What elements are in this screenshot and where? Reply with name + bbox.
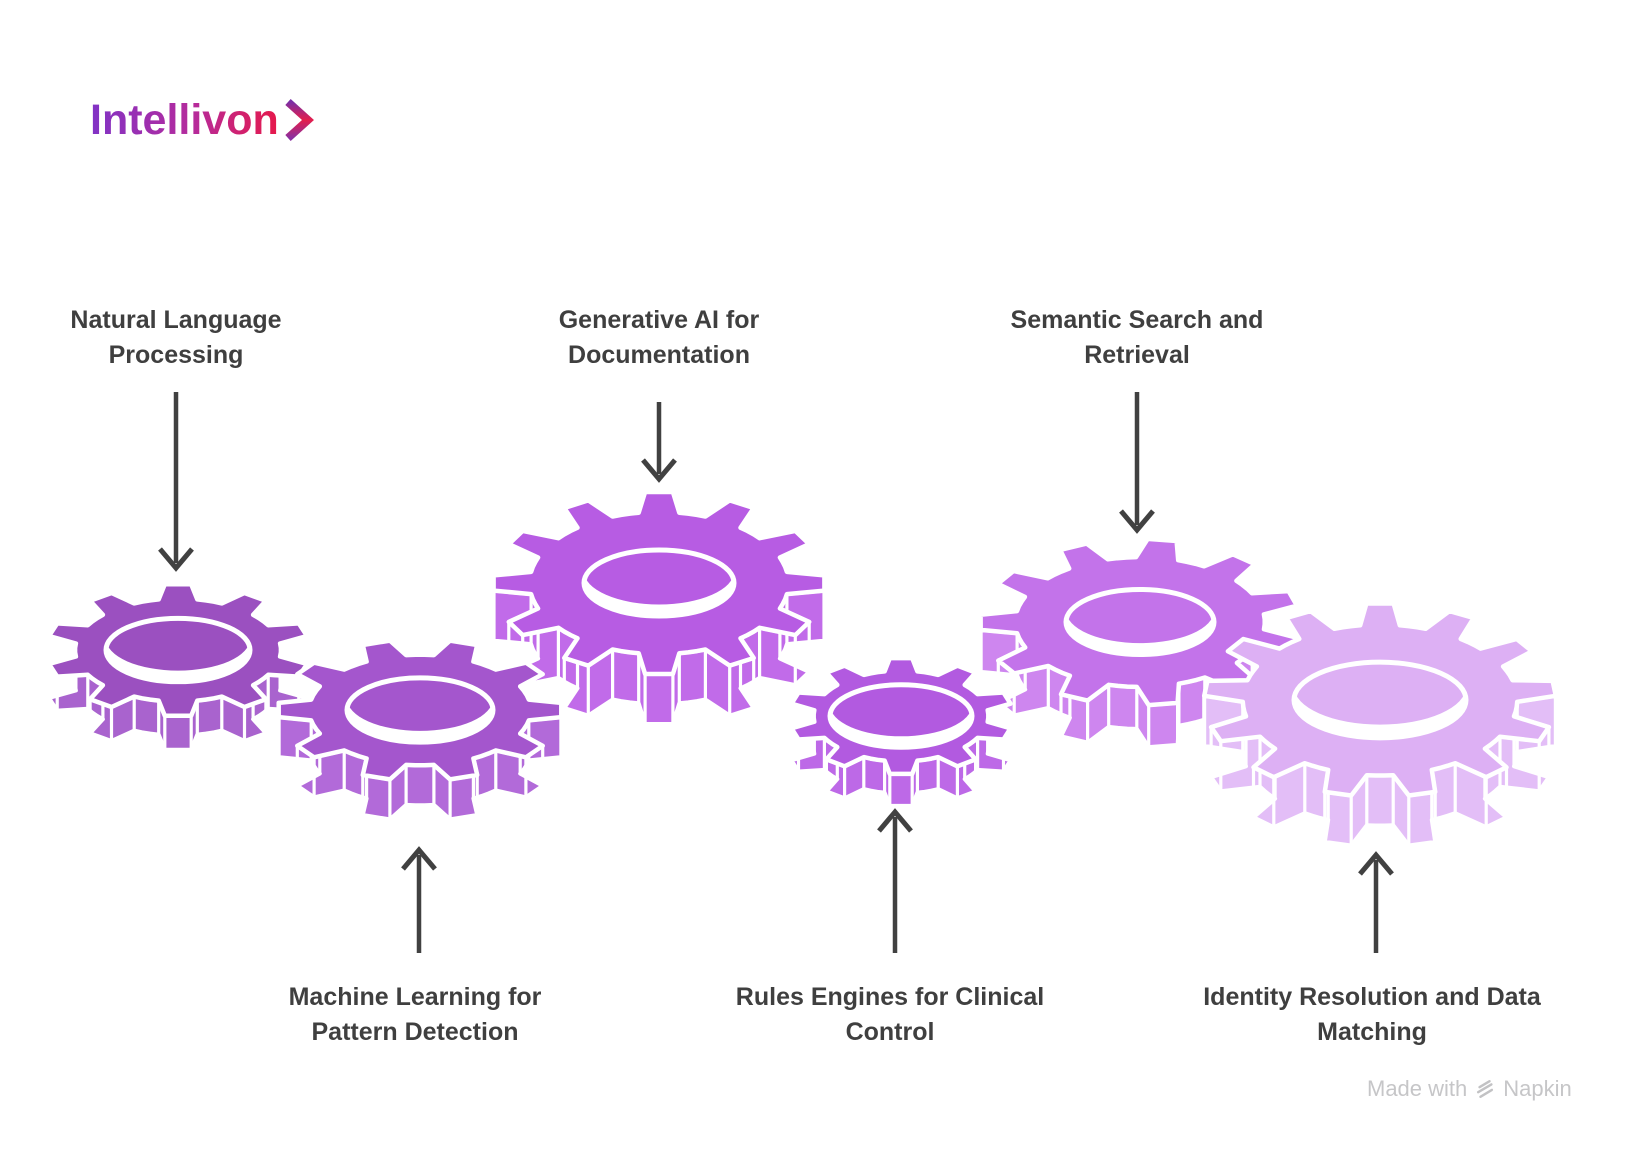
label-rules-engines-for-clinical-control: Rules Engines for Clinical Control [735, 983, 1045, 1046]
label-natural-language-processing: Natural Language Processing [70, 306, 282, 369]
gear-2 [491, 489, 827, 726]
arrow-natural-language-processing [158, 392, 194, 572]
arrow-identity-resolution-and-data-matching [1358, 851, 1394, 953]
arrow-generative-ai-for-documentation [641, 402, 677, 483]
arrow-machine-learning-for-pattern-detection [401, 846, 437, 953]
label-machine-learning-for-pattern-detection: Machine Learning for Pattern Detection [288, 983, 542, 1046]
watermark-prefix-text: Made with [1367, 1076, 1468, 1101]
arrow-rules-engines-for-clinical-control [877, 808, 913, 953]
gear-1 [276, 638, 564, 822]
watermark-brand-text: Napkin [1503, 1076, 1572, 1101]
gear-0 [46, 582, 310, 752]
brand-chevron-icon [285, 99, 314, 141]
label-semantic-search-and-retrieval: Semantic Search and Retrieval [1010, 306, 1264, 369]
brand-logo: Intellivon [90, 96, 314, 144]
gear-5 [1201, 601, 1559, 848]
napkin-watermark: Made with Napkin [1367, 1076, 1572, 1102]
label-generative-ai-for-documentation: Generative AI for Documentation [558, 306, 760, 369]
label-identity-resolution-and-data-matching: Identity Resolution and Data Matching [1203, 983, 1541, 1046]
napkin-logo-icon [1477, 1080, 1494, 1098]
arrow-semantic-search-and-retrieval [1119, 392, 1155, 534]
brand-logo-text: Intellivon [90, 95, 279, 144]
gear-3 [789, 655, 1013, 808]
